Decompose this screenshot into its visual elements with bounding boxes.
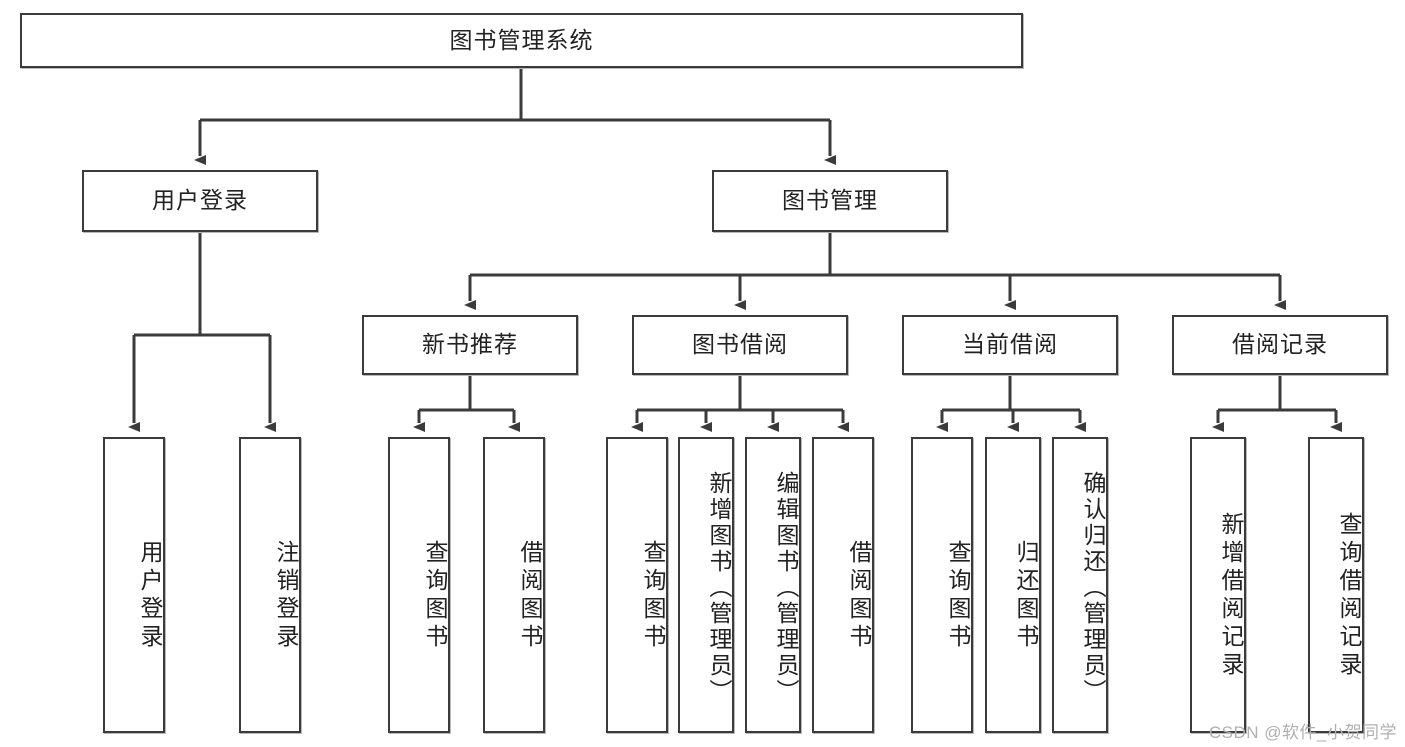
node-leaf-query-borrow-record[interactable]: 查询借阅记录 <box>1308 437 1364 733</box>
node-leaf-edit-book-admin[interactable]: 编辑图书（管理员） <box>745 437 801 733</box>
node-leaf-add-borrow-record[interactable]: 新增借阅记录 <box>1190 437 1246 733</box>
node-new-book-recommend[interactable]: 新书推荐 <box>362 315 578 375</box>
node-leaf-query-book-current[interactable]: 查询图书 <box>911 437 973 733</box>
node-leaf-return-book[interactable]: 归还图书 <box>985 437 1041 733</box>
node-leaf-confirm-return-admin[interactable]: 确认归还（管理员） <box>1052 437 1108 733</box>
node-user-login[interactable]: 用户登录 <box>82 170 318 232</box>
node-leaf-query-book-rec[interactable]: 查询图书 <box>388 437 450 733</box>
csdn-watermark: CSDN @软件_小贺同学 <box>1208 723 1397 742</box>
node-leaf-user-login[interactable]: 用户登录 <box>103 437 165 733</box>
node-book-borrow[interactable]: 图书借阅 <box>632 315 848 375</box>
node-leaf-logout[interactable]: 注销登录 <box>239 437 301 733</box>
node-leaf-query-book-borrow[interactable]: 查询图书 <box>606 437 668 733</box>
node-leaf-borrow-book[interactable]: 借阅图书 <box>812 437 874 733</box>
node-leaf-borrow-book-rec[interactable]: 借阅图书 <box>483 437 545 733</box>
node-borrow-record[interactable]: 借阅记录 <box>1172 315 1388 375</box>
node-current-borrow[interactable]: 当前借阅 <box>902 315 1118 375</box>
node-leaf-add-book-admin[interactable]: 新增图书（管理员） <box>678 437 734 733</box>
node-book-manage[interactable]: 图书管理 <box>712 170 948 232</box>
node-root-system[interactable]: 图书管理系统 <box>20 13 1023 68</box>
